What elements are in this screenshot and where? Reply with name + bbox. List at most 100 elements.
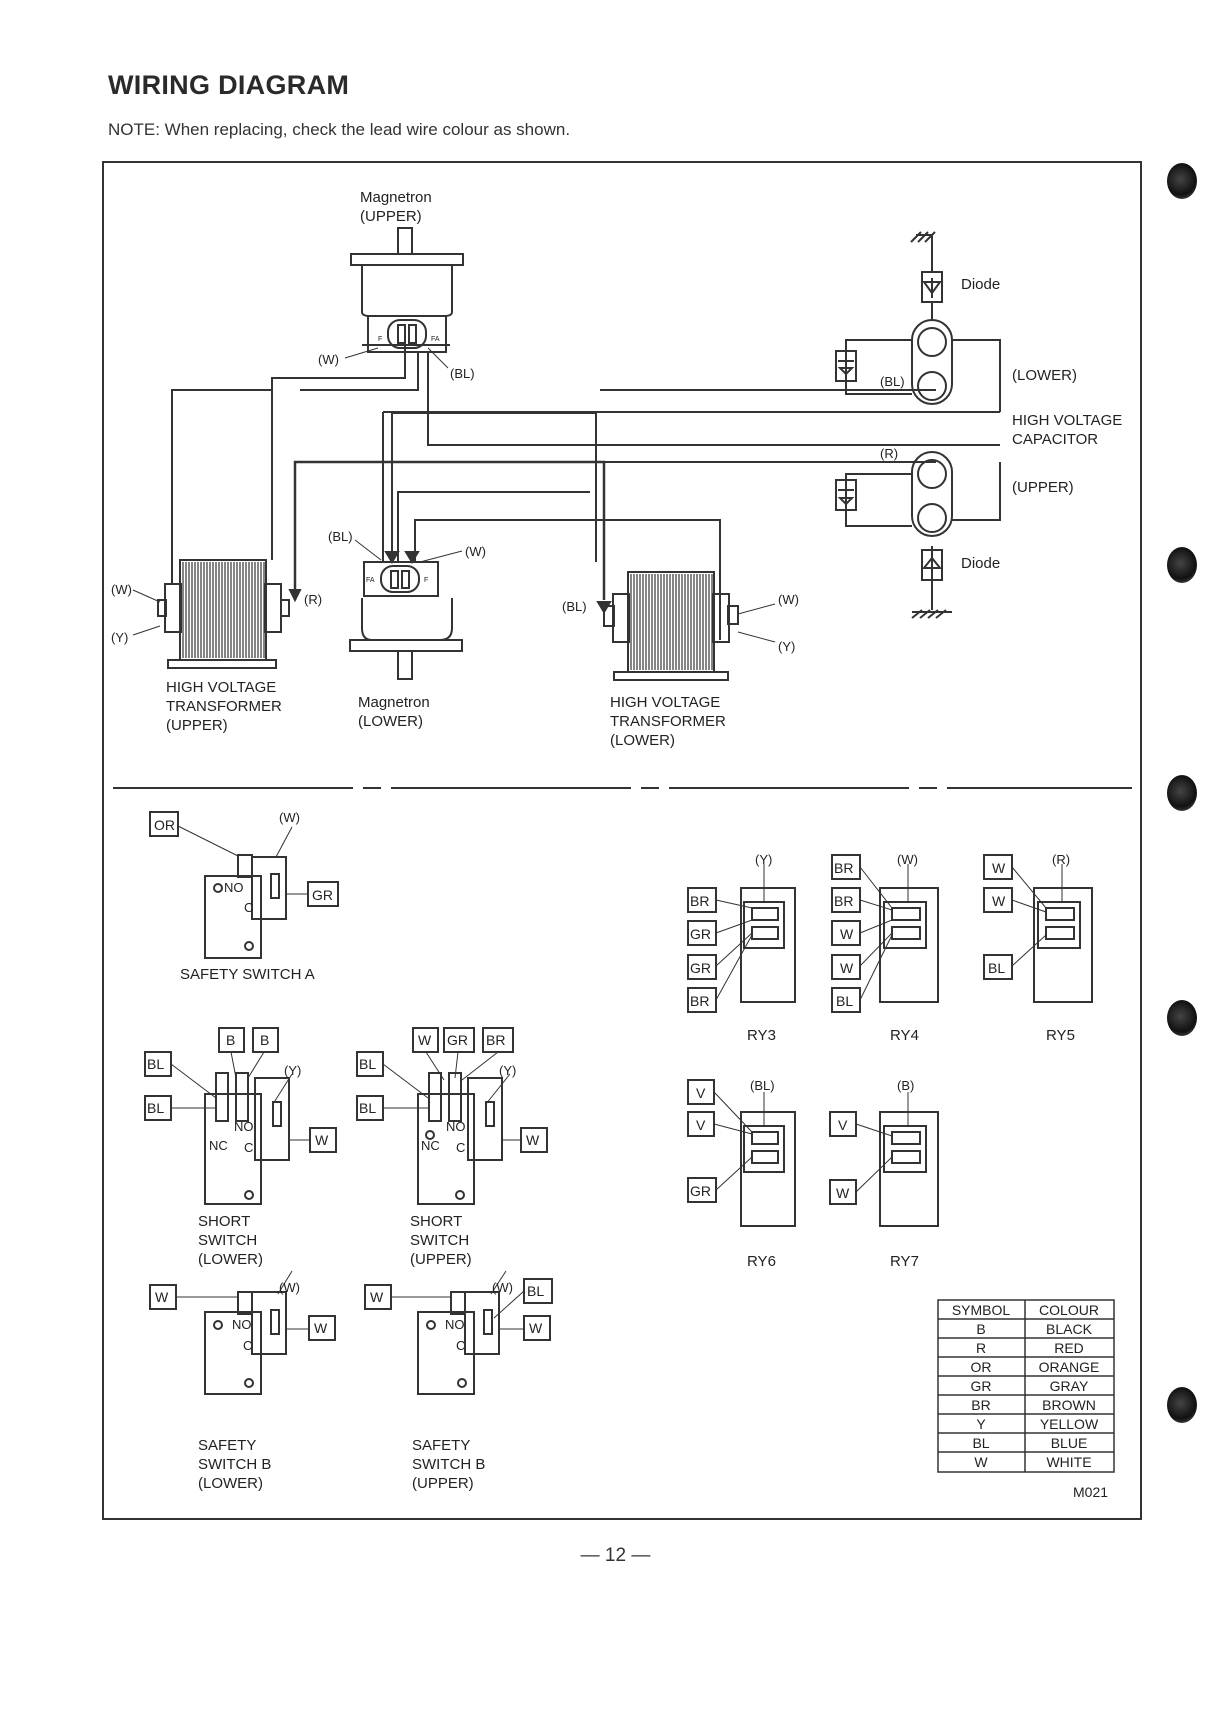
wire-code: BR — [486, 1032, 505, 1048]
wire-code: BR — [834, 860, 853, 876]
hvt-upper-label-2: TRANSFORMER — [166, 698, 282, 715]
page-title: WIRING DIAGRAM — [108, 70, 350, 100]
relay-ry7 — [829, 1092, 939, 1227]
switch-label: SWITCH — [198, 1232, 257, 1249]
wire-code: V — [838, 1117, 848, 1133]
wire-code: OR — [154, 817, 175, 833]
wire-code: W — [314, 1320, 328, 1336]
binder-hole — [1167, 1387, 1197, 1423]
wire-code: W — [315, 1132, 329, 1148]
wire-label: (R) — [880, 446, 898, 461]
table-cell: ORANGE — [1039, 1359, 1100, 1375]
wire-label: (BL) — [880, 374, 905, 389]
terminal-letter: F — [378, 336, 382, 343]
switch-top-wire: (Y) — [284, 1063, 301, 1078]
wire-code: B — [260, 1032, 269, 1048]
diagram-frame — [102, 161, 1142, 1520]
switch-top-wire: (Y) — [499, 1063, 516, 1078]
page-number: — 12 — — [580, 1545, 651, 1566]
contact-label: NO — [224, 880, 244, 895]
diode-bottom-label: Diode — [961, 555, 1000, 572]
wire-label: (Y) — [778, 639, 795, 654]
wire-label: (R) — [304, 592, 322, 607]
magnetron-lower-label: Magnetron — [358, 694, 430, 711]
table-cell: WHITE — [1046, 1454, 1091, 1470]
magnetron-upper-label-sub: (UPPER) — [360, 208, 422, 225]
switch-label: (LOWER) — [198, 1251, 263, 1268]
wire-code: V — [696, 1085, 706, 1101]
contact-label: C — [456, 1140, 465, 1155]
cap-title-label-2: CAPACITOR — [1012, 431, 1098, 448]
wire-code: BL — [988, 960, 1005, 976]
diode-top-label: Diode — [961, 276, 1000, 293]
model-code: M021 — [1073, 1484, 1108, 1500]
wire-code: W — [836, 1185, 850, 1201]
switch-label: (UPPER) — [410, 1251, 472, 1268]
switch-label: SWITCH B — [412, 1456, 485, 1473]
hvt-lower-label-3: (LOWER) — [610, 732, 675, 749]
wire-code: W — [418, 1032, 432, 1048]
wire-code: W — [992, 860, 1006, 876]
wire-label: (Y) — [111, 630, 128, 645]
magnetron-lower — [349, 561, 463, 680]
wire-label: (BL) — [450, 366, 475, 381]
contact-label: NC — [209, 1138, 228, 1153]
switch-label: SHORT — [410, 1213, 462, 1230]
switch-label: SAFETY — [198, 1437, 256, 1454]
switch-label: SHORT — [198, 1213, 250, 1230]
terminal-letter: FA — [366, 577, 375, 584]
relay-ry6 — [687, 1079, 796, 1227]
wire-code: BR — [690, 993, 709, 1009]
contact-label: C — [244, 900, 253, 915]
wire-code: W — [526, 1132, 540, 1148]
hvt-upper-label: HIGH VOLTAGE — [166, 679, 276, 696]
switch-top-wire: (W) — [492, 1280, 513, 1295]
wire-code: BL — [147, 1100, 164, 1116]
short-switch-lower — [144, 1027, 337, 1205]
safety-switch-a — [149, 811, 339, 959]
hvt-upper-coil — [182, 562, 265, 658]
colour-table — [937, 1299, 1115, 1473]
magnetron-upper — [350, 227, 464, 353]
wire-code: W — [992, 893, 1006, 909]
wire-code: BR — [834, 893, 853, 909]
terminal-letter: FA — [431, 336, 440, 343]
wire-label: (W) — [778, 592, 799, 607]
wire-label: (W) — [111, 582, 132, 597]
colour-table-text: SYMBOL COLOUR B BLACK R RED OR ORANGE GR… — [952, 1302, 1100, 1470]
table-header: COLOUR — [1039, 1302, 1099, 1318]
relay-ry4 — [831, 854, 939, 1013]
relay-name: RY6 — [747, 1253, 776, 1270]
contact-label: C — [244, 1140, 253, 1155]
wire-code: BL — [527, 1283, 544, 1299]
switch-label: SWITCH — [410, 1232, 469, 1249]
cap-lower-label: (LOWER) — [1012, 367, 1077, 384]
magnetron-upper-label: Magnetron — [360, 189, 432, 206]
safety-switch-b-lower — [149, 1270, 336, 1395]
table-cell: BLUE — [1051, 1435, 1088, 1451]
hvt-lower-coil — [630, 574, 713, 670]
relay-name: RY5 — [1046, 1027, 1075, 1044]
wire-code: GR — [690, 960, 711, 976]
relay-top-wire: (B) — [897, 1078, 914, 1093]
table-cell: R — [976, 1340, 986, 1356]
wire-code: GR — [312, 887, 333, 903]
hvt-lower-label: HIGH VOLTAGE — [610, 694, 720, 711]
relay-top-wire: (BL) — [750, 1078, 775, 1093]
short-switch-upper — [356, 1027, 548, 1205]
table-cell: B — [976, 1321, 985, 1337]
table-cell: BROWN — [1042, 1397, 1096, 1413]
table-header: SYMBOL — [952, 1302, 1011, 1318]
table-cell: OR — [971, 1359, 992, 1375]
wire-label: (W) — [465, 544, 486, 559]
page-note: NOTE: When replacing, check the lead wir… — [108, 120, 571, 139]
table-cell: GRAY — [1050, 1378, 1089, 1394]
switch-top-wire: (W) — [279, 810, 300, 825]
relay-top-wire: (Y) — [755, 852, 772, 867]
magnetron-lower-label-sub: (LOWER) — [358, 713, 423, 730]
switch-label: SWITCH B — [198, 1456, 271, 1473]
wire-code: GR — [447, 1032, 468, 1048]
wire-code: W — [529, 1320, 543, 1336]
relay-name: RY7 — [890, 1253, 919, 1270]
